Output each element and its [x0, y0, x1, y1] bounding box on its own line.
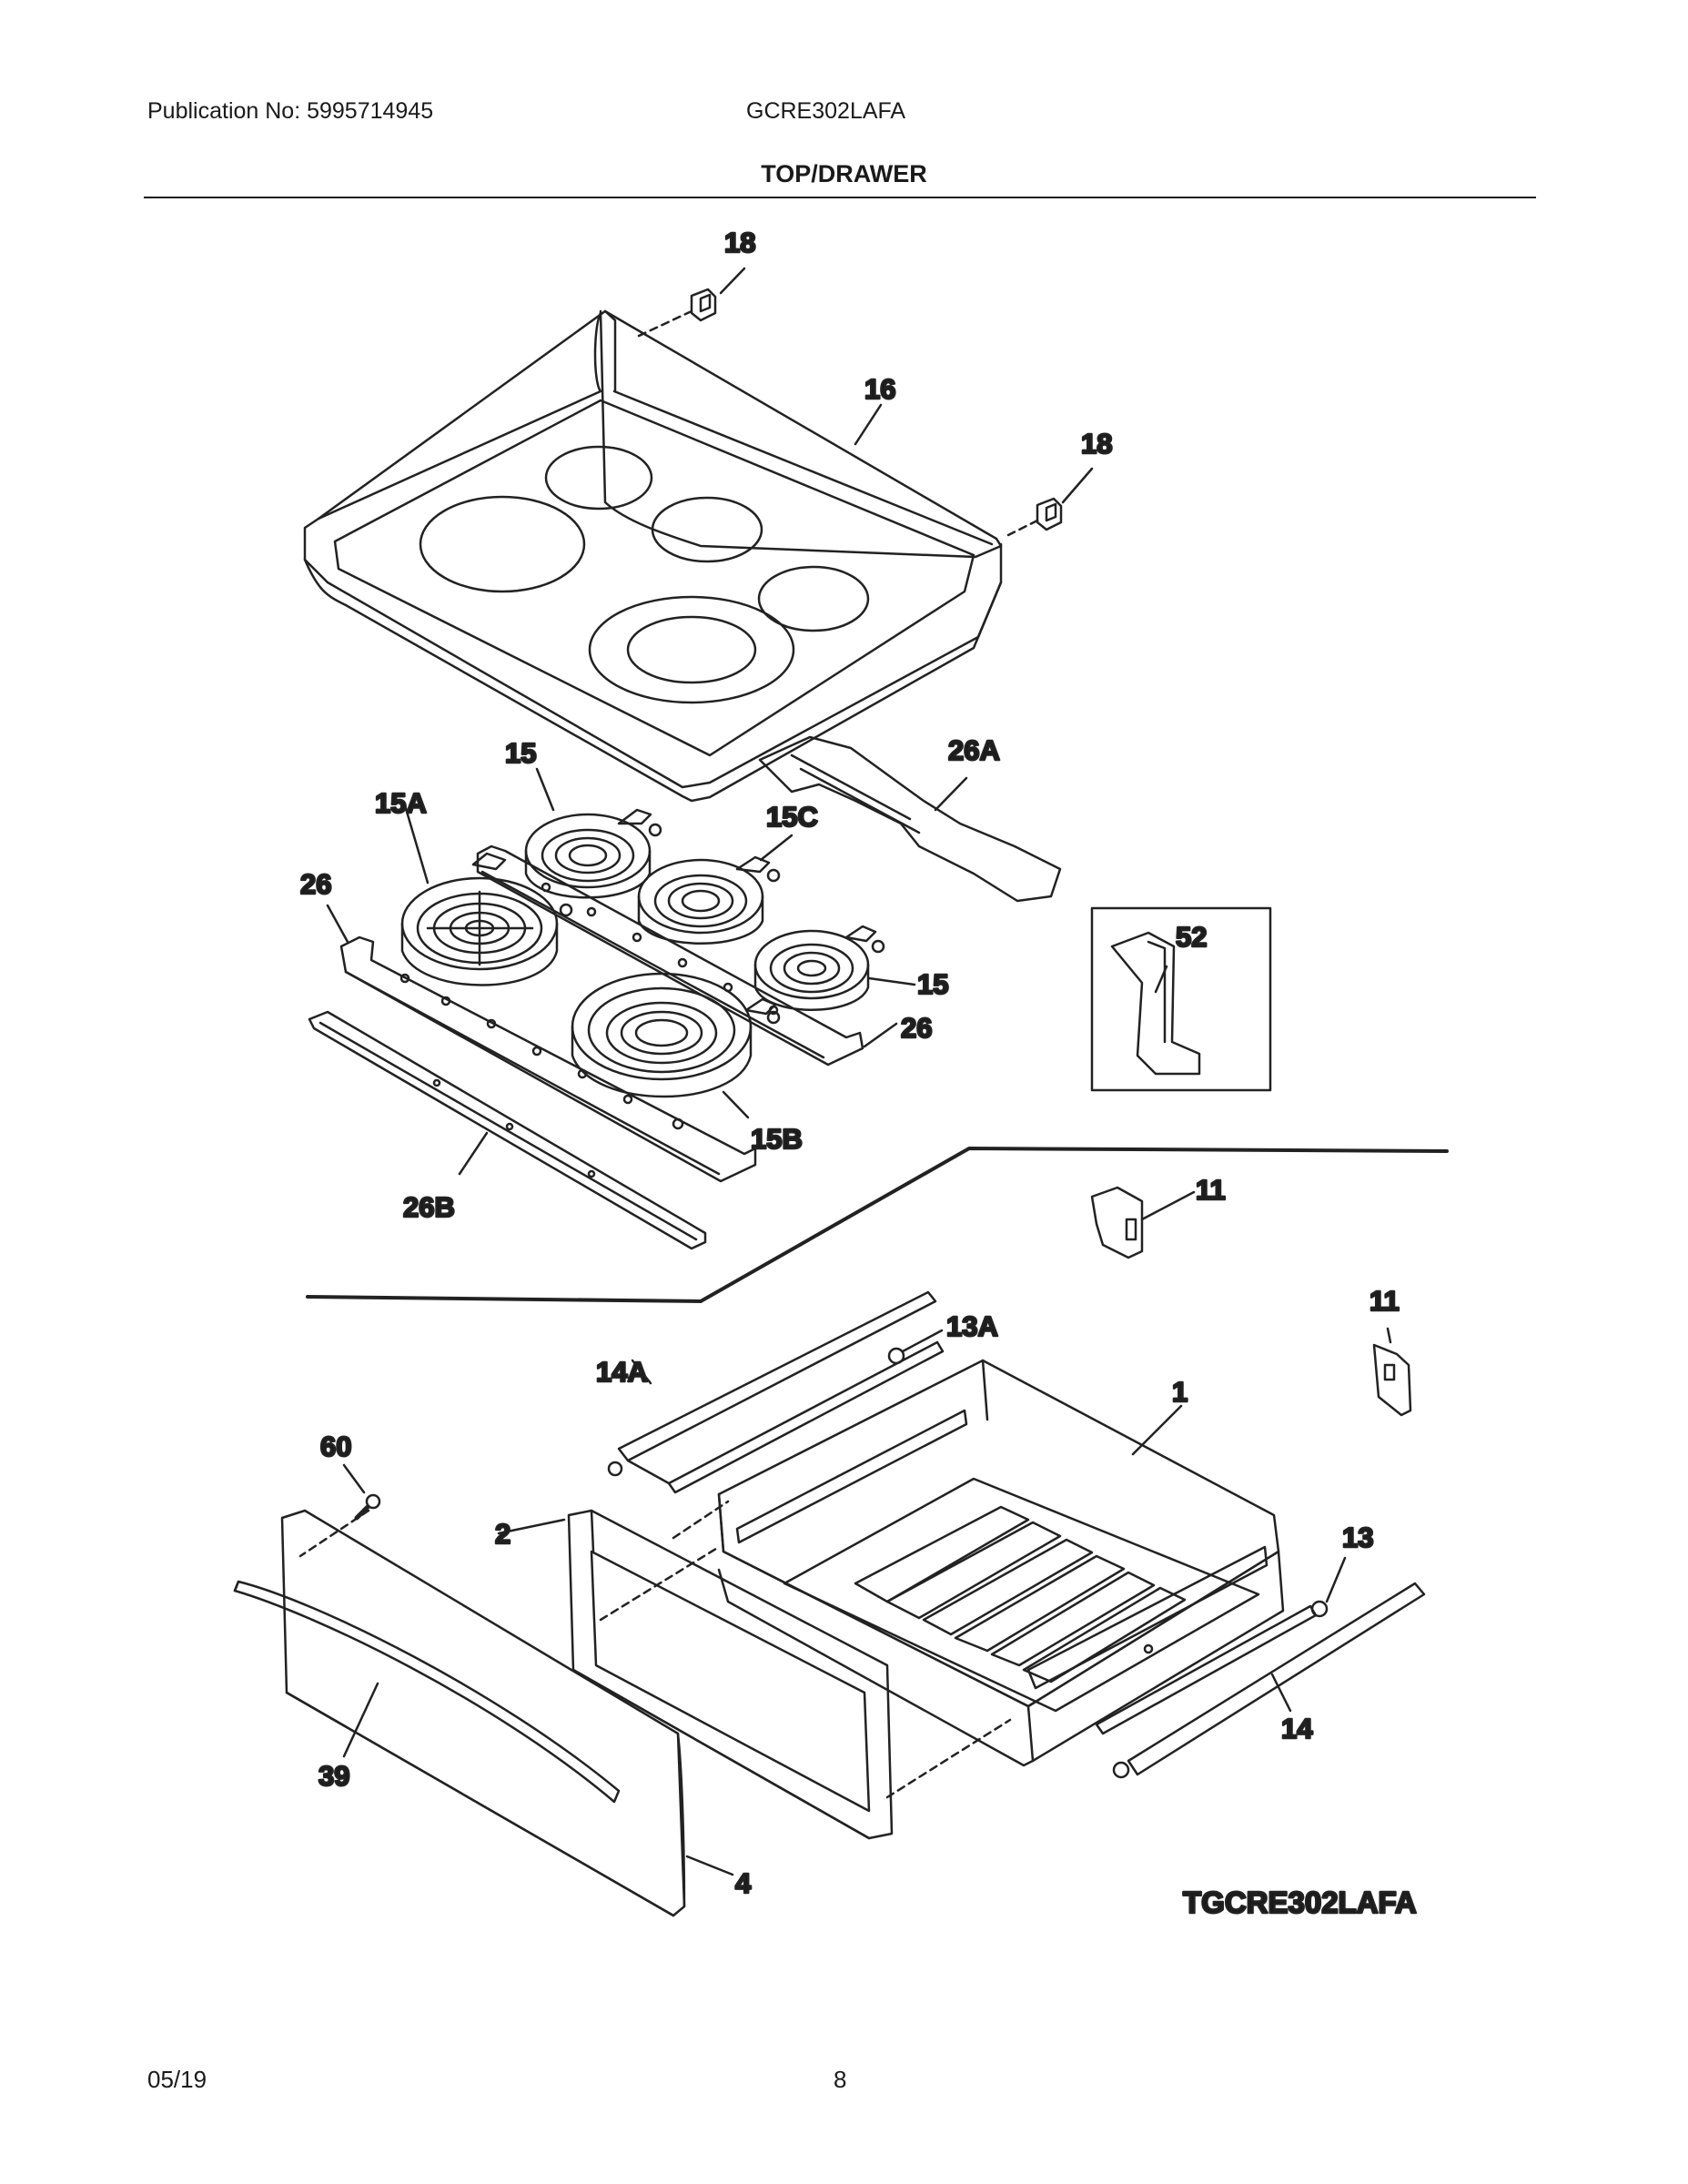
- callout-11-lower: 11: [1370, 1285, 1400, 1317]
- burner-15C-center: [637, 834, 793, 945]
- callout-26-right: 26: [901, 1012, 932, 1044]
- bracket-18-right: [1006, 467, 1094, 537]
- inset-box-52: [1090, 906, 1272, 1092]
- burner-15-rear-left: [524, 767, 662, 899]
- callout-18-right: 18: [1081, 428, 1112, 460]
- callout-18-top: 18: [724, 227, 755, 258]
- callout-14: 14: [1281, 1713, 1313, 1744]
- callout-13: 13: [1342, 1522, 1373, 1553]
- bracket-11-upper: [1090, 1186, 1196, 1259]
- callout-39: 39: [318, 1760, 349, 1792]
- cooktop-glass-top: [303, 309, 1003, 803]
- leader-16: [854, 403, 883, 446]
- diagram-reference-code: TGCRE302LAFA: [1183, 1886, 1417, 1919]
- support-bracket-26-right: [476, 844, 898, 1067]
- drawer-handle-39: [233, 1580, 621, 1804]
- support-bracket-26-left: [326, 904, 757, 1183]
- callout-1: 1: [1172, 1376, 1188, 1408]
- drawer-body: [717, 1359, 1285, 1767]
- header-rule: [144, 197, 1536, 198]
- callout-11-upper: 11: [1196, 1174, 1226, 1206]
- burner-15A-large-left: [400, 804, 573, 986]
- callout-26B: 26B: [403, 1191, 455, 1223]
- callout-13A: 13A: [946, 1310, 998, 1342]
- drawer-outer-panel: [280, 1509, 734, 1917]
- glide-14A: [607, 1290, 945, 1494]
- callout-2: 2: [495, 1518, 510, 1550]
- section-divider: [306, 1147, 1449, 1303]
- callout-26A: 26A: [948, 734, 1000, 766]
- callout-60: 60: [320, 1431, 351, 1462]
- callout-15B: 15B: [751, 1123, 803, 1155]
- glide-14: [1095, 1556, 1426, 1779]
- bracket-11-lower: [1372, 1327, 1412, 1417]
- model-number: GCRE302LAFA: [746, 98, 906, 124]
- callout-15C: 15C: [766, 801, 818, 833]
- callout-52: 52: [1176, 921, 1207, 953]
- callout-15A: 15A: [375, 787, 427, 819]
- footer-page-number: 8: [834, 2066, 847, 2093]
- bracket-18-top: [635, 267, 746, 339]
- callout-14A: 14A: [596, 1356, 648, 1388]
- drawer-front-panel: [497, 1500, 1012, 1840]
- footer-date: 05/19: [147, 2066, 207, 2093]
- callout-15-right: 15: [917, 968, 948, 1000]
- publication-number: Publication No: 5995714945: [147, 98, 434, 124]
- callout-4: 4: [735, 1867, 752, 1899]
- callout-16: 16: [864, 373, 895, 405]
- callout-26-left: 26: [300, 868, 331, 900]
- screw-60: [298, 1463, 381, 1558]
- trim-strip-26B: [308, 1010, 707, 1250]
- wiring-harness-26A: [758, 735, 1062, 903]
- section-title: TOP/DRAWER: [761, 160, 927, 187]
- burner-15-right: [753, 925, 916, 1011]
- callout-15-rear: 15: [505, 737, 536, 769]
- burner-15B-large-front: [571, 972, 781, 1119]
